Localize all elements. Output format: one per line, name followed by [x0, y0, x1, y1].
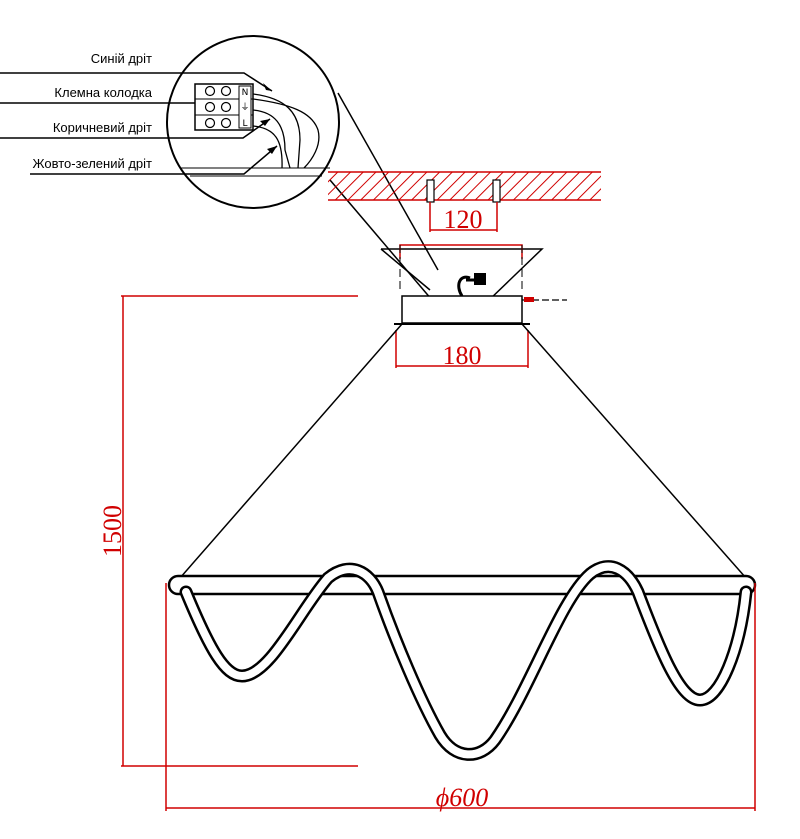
ceiling	[328, 171, 601, 203]
dimension-label-1500: 1500	[98, 505, 127, 557]
terminal-mark-neutral: N	[242, 88, 249, 98]
label-blue-wire: Синій дріт	[91, 51, 152, 66]
lamp-ring	[167, 574, 757, 596]
dimension-height: 1500	[98, 295, 358, 767]
wires	[252, 93, 320, 169]
label-terminal-block: Клемна колодка	[54, 85, 152, 100]
hanging-hook	[457, 273, 486, 297]
suspension-cable-left	[179, 323, 403, 579]
terminal-block: N ⏚ L	[194, 83, 254, 131]
mounting-bracket	[380, 244, 544, 303]
leader-blue-wire	[0, 72, 273, 92]
leader-yellow-green-wire	[30, 145, 278, 175]
canopy	[394, 295, 567, 325]
dimension-label-600: ϕ600	[436, 783, 488, 812]
suspension-cable-right	[521, 323, 747, 579]
dimension-diameter: ϕ600	[165, 583, 756, 812]
wiring-detail: N ⏚ L Синій дріт Клемна колодка Коричнев…	[0, 35, 340, 209]
terminal-mark-live: L	[242, 119, 247, 129]
label-yellow-green-wire: Жовто-зелений дріт	[33, 156, 153, 171]
wave-led-tube	[179, 560, 753, 761]
leader-brown-wire	[0, 118, 271, 139]
terminal-mark-earth: ⏚	[240, 102, 249, 113]
dimension-mount-spacing: 120	[429, 202, 498, 234]
dimension-label-120: 120	[444, 205, 483, 234]
dimension-canopy-width: 180	[395, 330, 529, 370]
label-brown-wire: Коричневий дріт	[53, 120, 152, 135]
dimension-label-180: 180	[443, 341, 482, 370]
